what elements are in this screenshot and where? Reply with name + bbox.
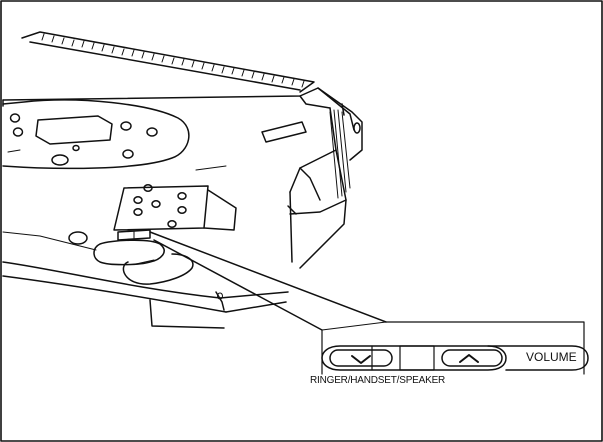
tray-ridges [41, 33, 305, 88]
panel-slit [195, 165, 227, 171]
up-key [441, 349, 503, 367]
panel-button [12, 127, 24, 137]
rear-knob [353, 122, 361, 134]
panel-button [122, 149, 134, 159]
volume-label: VOLUME [526, 350, 577, 364]
chevron-down-icon [351, 355, 371, 364]
down-key [329, 349, 393, 367]
machine-volume-keys [117, 229, 151, 241]
side-ridges [329, 109, 351, 199]
panel-button [51, 154, 69, 166]
top-slot [261, 121, 307, 143]
paper-tray [21, 31, 315, 93]
rear-housing [317, 87, 363, 161]
front-edge [2, 261, 221, 299]
volume-pill [487, 345, 589, 371]
chevron-up-icon [459, 354, 479, 363]
panel-button [9, 113, 21, 123]
top-surface-back-edge [2, 87, 329, 101]
enlarged-key-row [321, 345, 507, 371]
handset-recess [93, 239, 165, 266]
lcd-display [35, 115, 113, 145]
control-panel-oval [2, 99, 190, 170]
base-edge [2, 275, 227, 313]
panel-button [72, 144, 80, 152]
base-foot [149, 299, 225, 329]
panel-button [146, 127, 158, 137]
right-side-edge [299, 107, 347, 269]
panel-button [120, 121, 132, 131]
function-label: RINGER/HANDSET/SPEAKER [310, 375, 446, 386]
cluster-buttons [133, 184, 187, 228]
key-divider-center [399, 345, 435, 371]
callout-pointer-lower [153, 239, 323, 331]
callout-pointer-upper [149, 231, 387, 323]
front-button [68, 231, 88, 245]
key-cluster-panel [113, 185, 209, 231]
